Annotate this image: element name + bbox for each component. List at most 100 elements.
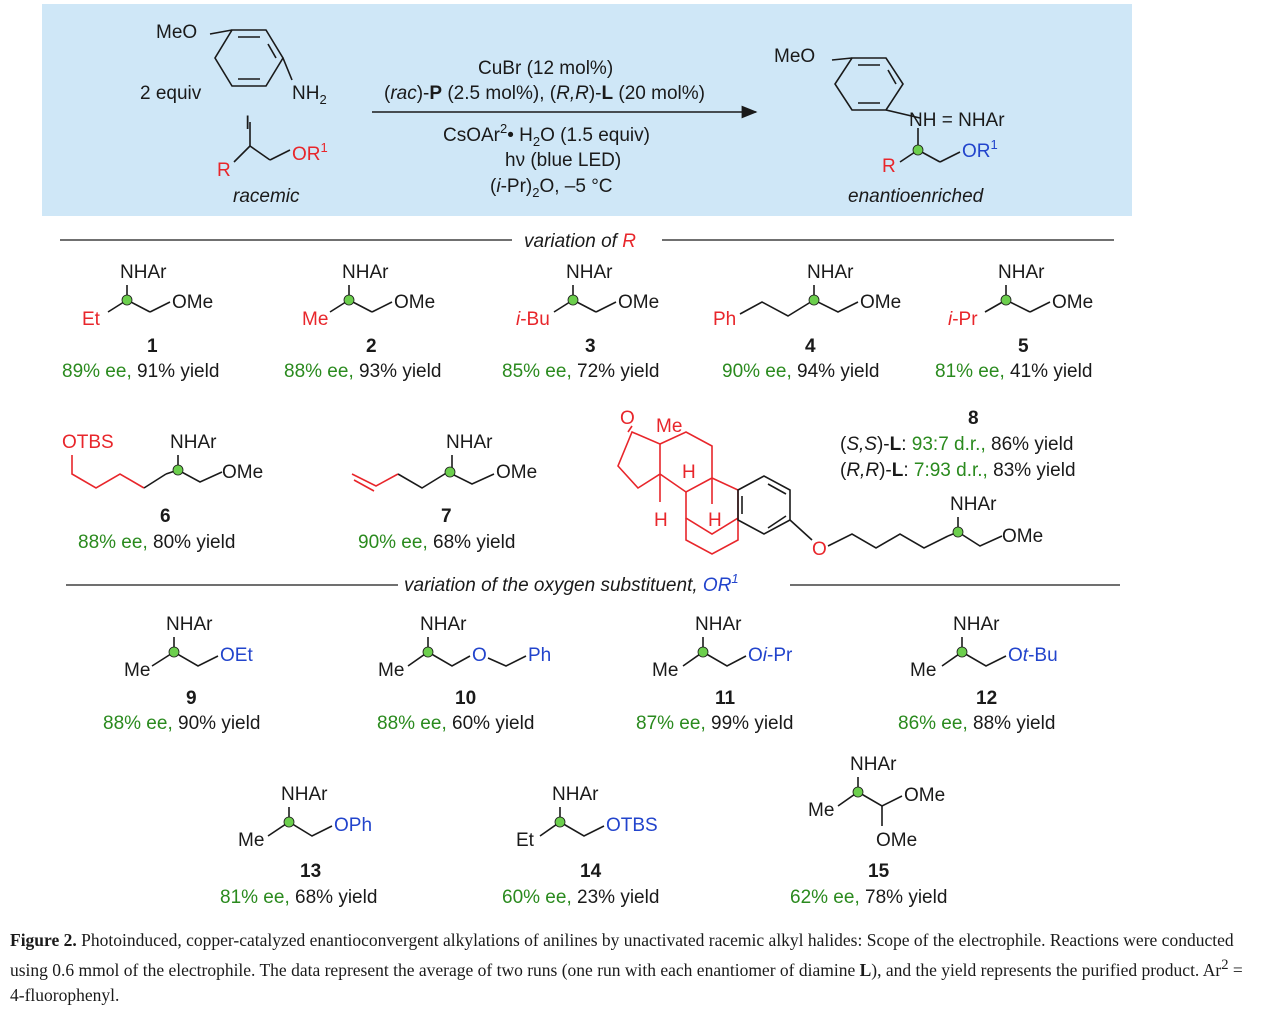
- svg-text:OEt: OEt: [220, 645, 253, 666]
- svg-text:86% ee, 88% yield: 86% ee, 88% yield: [898, 713, 1055, 734]
- svg-text:(rac)-P (2.5 mol%), (R,R)-L (2: (rac)-P (2.5 mol%), (R,R)-L (20 mol%): [384, 83, 705, 104]
- product-label: enantioenriched: [848, 186, 985, 207]
- svg-text:R: R: [882, 156, 896, 177]
- svg-text:H: H: [682, 462, 696, 483]
- figure-caption: Figure 2. Photoinduced, copper-catalyzed…: [10, 930, 1243, 1005]
- svg-text:i-Bu: i-Bu: [516, 309, 550, 330]
- general-product: MeO NH = NHAr R OR1 enantioenriched: [774, 46, 1005, 207]
- compound-7: NHAr OMe 7 90% ee, 68% yield: [351, 432, 537, 553]
- svg-text:88% ee, 80% yield: 88% ee, 80% yield: [78, 532, 235, 553]
- svg-text:NHAr: NHAr: [120, 262, 167, 283]
- svg-text:CuBr (12 mol%): CuBr (12 mol%): [478, 58, 613, 79]
- svg-text:Ph: Ph: [528, 645, 551, 666]
- reagent-equiv: 2 equiv: [140, 83, 202, 104]
- svg-text:62% ee, 78% yield: 62% ee, 78% yield: [790, 887, 947, 908]
- svg-text:81% ee, 41% yield: 81% ee, 41% yield: [935, 361, 1092, 382]
- svg-text:Me: Me: [302, 309, 328, 330]
- svg-text:variation of R: variation of R: [524, 231, 636, 252]
- svg-text:90% ee, 68% yield: 90% ee, 68% yield: [358, 532, 515, 553]
- compound-15: NHAr Me OMe OMe 15 62% ee, 78% yield: [790, 754, 947, 908]
- svg-text:Et: Et: [516, 830, 535, 851]
- svg-text:NHAr: NHAr: [850, 754, 897, 775]
- svg-text:NHAr: NHAr: [420, 614, 467, 635]
- svg-text:NHAr: NHAr: [170, 432, 217, 453]
- compound-13: NHAr Me OPh 13 81% ee, 68% yield: [220, 784, 377, 908]
- compound-1: NHAr Et OMe 1 89% ee, 91% yield: [62, 262, 219, 382]
- compound-5: NHAr i-Pr OMe 5 81% ee, 41% yield: [935, 262, 1093, 382]
- svg-text:Me: Me: [378, 660, 404, 681]
- svg-text:OMe: OMe: [1052, 292, 1093, 313]
- svg-text:OMe: OMe: [904, 785, 945, 806]
- svg-text:Me: Me: [910, 660, 936, 681]
- aniline-reagent: MeO NH2 2 equiv: [140, 22, 327, 107]
- svg-text:O: O: [472, 645, 487, 666]
- svg-text:NH2: NH2: [292, 83, 327, 107]
- compound-10: NHAr Me O Ph 10 88% ee, 60% yield: [377, 614, 551, 734]
- compound-2: NHAr Me OMe 2 88% ee, 93% yield: [284, 262, 441, 382]
- svg-text:88% ee, 90% yield: 88% ee, 90% yield: [103, 713, 260, 734]
- svg-text:87% ee, 99% yield: 87% ee, 99% yield: [636, 713, 793, 734]
- svg-text:Oi-Pr: Oi-Pr: [748, 645, 793, 666]
- svg-text:OPh: OPh: [334, 815, 372, 836]
- svg-text:MeO: MeO: [774, 46, 815, 67]
- svg-text:OR1: OR1: [292, 140, 328, 165]
- svg-text:OMe: OMe: [618, 292, 659, 313]
- svg-text:OMe: OMe: [1002, 526, 1043, 547]
- svg-text:60% ee, 23% yield: 60% ee, 23% yield: [502, 887, 659, 908]
- svg-text:OMe: OMe: [222, 462, 263, 483]
- svg-text:9: 9: [186, 688, 197, 709]
- svg-text:variation of the oxygen substi: variation of the oxygen substituent, OR1: [404, 571, 739, 596]
- svg-text:O: O: [812, 539, 827, 560]
- svg-text:H: H: [654, 510, 668, 531]
- svg-text:NHAr: NHAr: [446, 432, 493, 453]
- svg-text:O: O: [620, 408, 635, 429]
- compound-9: NHAr Me OEt 9 88% ee, 90% yield: [103, 614, 260, 734]
- svg-text:81% ee, 68% yield: 81% ee, 68% yield: [220, 887, 377, 908]
- svg-text:OMe: OMe: [860, 292, 901, 313]
- svg-text:NHAr: NHAr: [998, 262, 1045, 283]
- svg-text:OTBS: OTBS: [606, 815, 658, 836]
- compound-14: NHAr Et OTBS 14 60% ee, 23% yield: [502, 784, 659, 908]
- svg-text:(S,S)-L: 93:7 d.r., 86% yield: (S,S)-L: 93:7 d.r., 86% yield: [840, 434, 1073, 455]
- svg-text:OMe: OMe: [172, 292, 213, 313]
- svg-text:NHAr: NHAr: [342, 262, 389, 283]
- svg-text:8: 8: [968, 408, 979, 429]
- svg-text:11: 11: [715, 688, 736, 709]
- substrate-iodide: I: [245, 113, 250, 134]
- substrate-label: racemic: [233, 186, 300, 207]
- svg-text:90% ee, 94% yield: 90% ee, 94% yield: [722, 361, 879, 382]
- substrate-r: R: [217, 160, 231, 181]
- svg-text:NHAr: NHAr: [281, 784, 328, 805]
- section-divider-r: variation of R: [60, 231, 1114, 252]
- reagent-meo: MeO: [156, 22, 197, 43]
- svg-text:Ot-Bu: Ot-Bu: [1008, 645, 1058, 666]
- svg-text:NHAr: NHAr: [695, 614, 742, 635]
- svg-text:hν (blue LED): hν (blue LED): [505, 150, 621, 171]
- svg-text:Me: Me: [652, 660, 678, 681]
- svg-text:88% ee, 93% yield: 88% ee, 93% yield: [284, 361, 441, 382]
- svg-text:NHAr: NHAr: [807, 262, 854, 283]
- svg-text:10: 10: [455, 688, 476, 709]
- svg-text:7: 7: [441, 506, 452, 527]
- svg-text:OMe: OMe: [496, 462, 537, 483]
- svg-text:NHAr: NHAr: [566, 262, 613, 283]
- svg-text:i-Pr: i-Pr: [948, 309, 978, 330]
- compound-11: NHAr Me Oi-Pr 11 87% ee, 99% yield: [636, 614, 793, 734]
- svg-text:OMe: OMe: [394, 292, 435, 313]
- svg-text:Me: Me: [656, 416, 682, 437]
- svg-text:12: 12: [976, 688, 997, 709]
- reaction-box: [42, 4, 1132, 216]
- racemic-substrate: I R OR1 racemic: [217, 113, 328, 207]
- compound-8-estrone: O Me H H H O NHAr OMe 8 (S,S)-L: 93:7 d.…: [617, 408, 1076, 560]
- svg-text:OR1: OR1: [962, 137, 998, 162]
- svg-text:4: 4: [805, 336, 816, 357]
- svg-text:14: 14: [580, 861, 602, 882]
- svg-text:1: 1: [147, 336, 158, 357]
- section-divider-or: variation of the oxygen substituent, OR1: [66, 571, 1120, 596]
- svg-text:OMe: OMe: [876, 830, 917, 851]
- svg-text:OTBS: OTBS: [62, 432, 114, 453]
- reaction-conditions: CuBr (12 mol%) (rac)-P (2.5 mol%), (R,R)…: [372, 58, 758, 200]
- compound-12: NHAr Me Ot-Bu 12 86% ee, 88% yield: [898, 614, 1058, 734]
- svg-text:NHAr: NHAr: [953, 614, 1000, 635]
- caption-label: Figure 2.: [10, 930, 77, 950]
